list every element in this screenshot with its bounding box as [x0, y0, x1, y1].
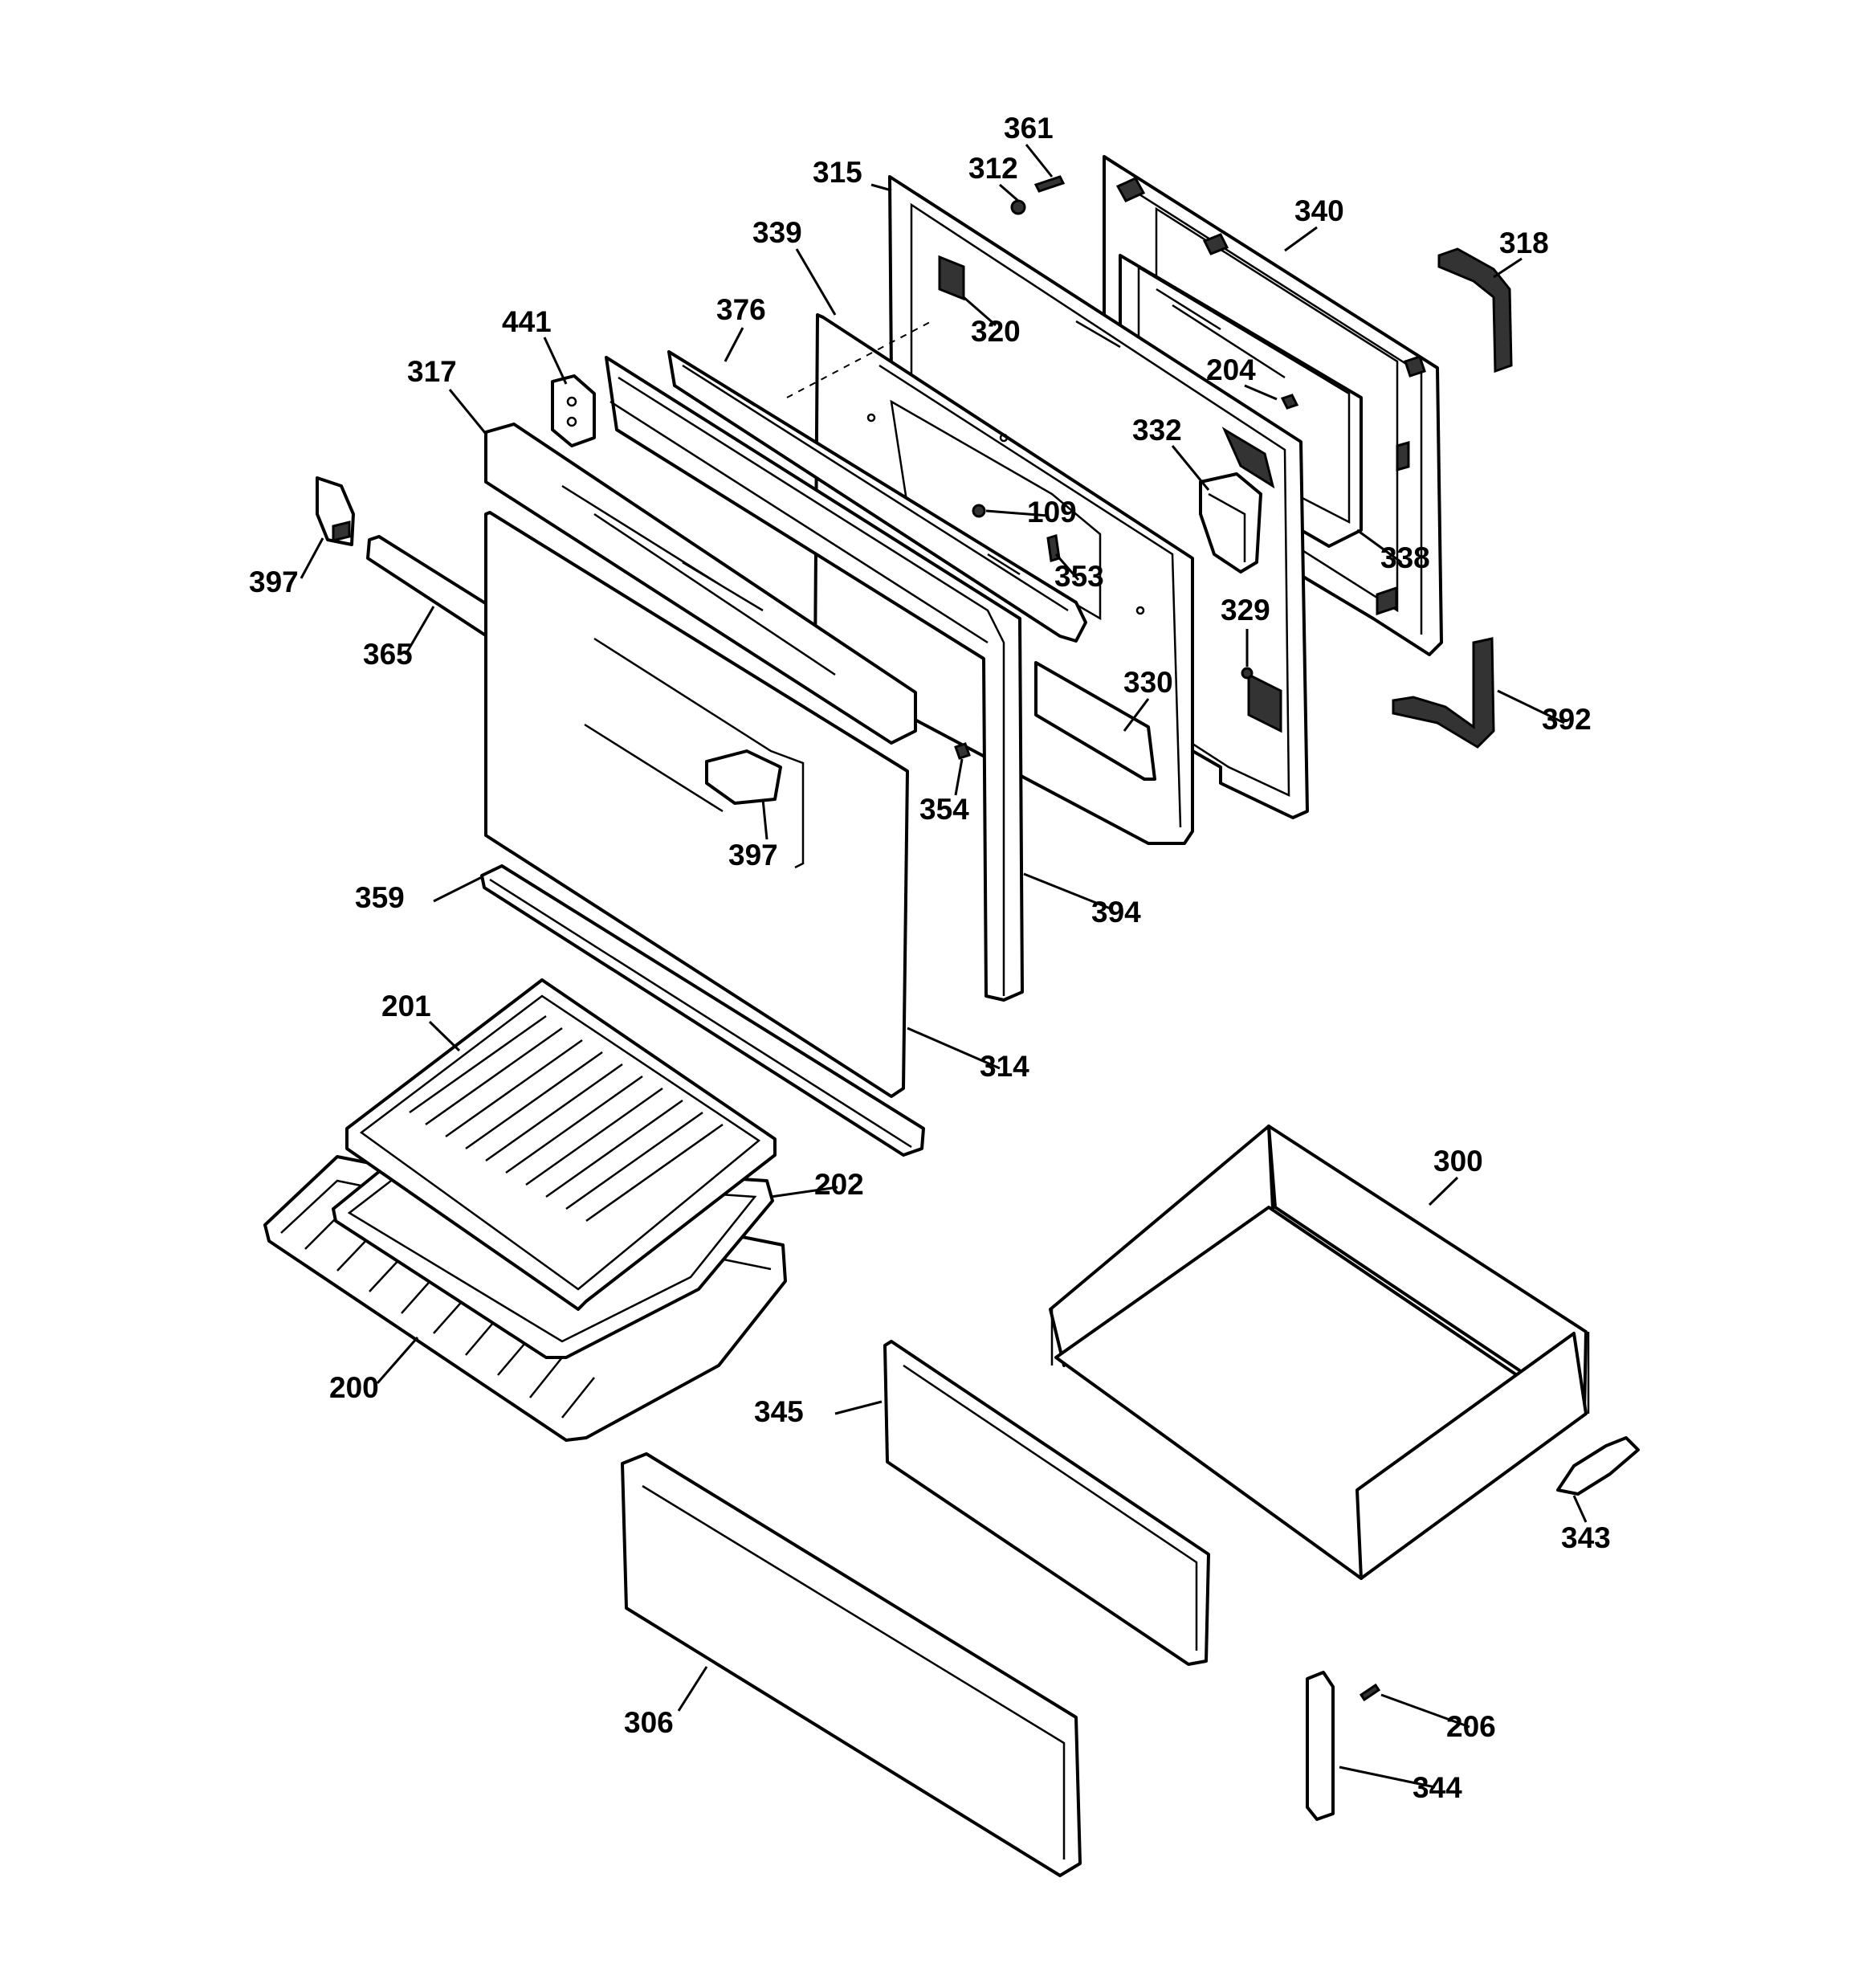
callout-labels: 361 312 315 340 318 339 376 320 441 204 … [249, 112, 1611, 1804]
part-201-broiler-grid [345, 978, 777, 1311]
callout-201: 201 [381, 990, 431, 1023]
part-317-door-top-cap [484, 423, 917, 745]
hardware-fasteners [954, 175, 1381, 1702]
callout-204: 204 [1206, 353, 1256, 386]
callout-344: 344 [1413, 1771, 1462, 1804]
callout-359: 359 [355, 881, 405, 914]
part-345-drawer-panel [883, 1340, 1210, 1666]
callout-leaders [300, 144, 1588, 1789]
part-394-side-frame [605, 356, 1024, 1002]
callout-338: 338 [1380, 541, 1430, 574]
callout-314: 314 [980, 1050, 1029, 1083]
part-300-drawer-body [1049, 1125, 1590, 1580]
callout-397-left: 397 [249, 565, 299, 598]
callout-206: 206 [1446, 1710, 1496, 1743]
callout-340: 340 [1294, 194, 1344, 227]
part-376-top-trim [667, 350, 1087, 643]
callout-318: 318 [1499, 227, 1549, 259]
callout-300: 300 [1433, 1145, 1483, 1178]
callout-332: 332 [1132, 414, 1182, 447]
callout-315: 315 [813, 156, 862, 189]
callout-320: 320 [971, 315, 1021, 348]
callout-306: 306 [624, 1706, 674, 1739]
callout-397-door: 397 [728, 839, 778, 872]
callout-441: 441 [502, 305, 552, 338]
callout-312: 312 [968, 152, 1018, 185]
part-392-gasket [1392, 637, 1495, 749]
part-306-drawer-front [621, 1452, 1082, 1877]
part-318-gasket [1437, 247, 1513, 374]
part-344-drawer-slide [1306, 1671, 1335, 1821]
part-330-insulation [1034, 661, 1156, 781]
callout-109: 109 [1027, 496, 1077, 529]
part-397-handle-cap [705, 749, 782, 805]
part-359-bottom-rail [480, 864, 925, 1157]
callout-345: 345 [754, 1395, 804, 1428]
callout-354: 354 [919, 793, 969, 826]
callout-317: 317 [407, 355, 457, 388]
part-441-hinge-bracket [551, 374, 596, 447]
part-343-drawer-bracket [1556, 1436, 1640, 1496]
part-332-hinge [1199, 472, 1262, 574]
callout-330: 330 [1123, 666, 1173, 699]
part-397-handle-cap-left [316, 476, 355, 546]
callout-394: 394 [1091, 896, 1141, 929]
callout-376: 376 [716, 293, 766, 326]
callout-392: 392 [1542, 703, 1592, 736]
callout-343: 343 [1561, 1521, 1611, 1554]
callout-329: 329 [1221, 594, 1270, 627]
callout-365: 365 [363, 638, 413, 671]
callout-202: 202 [814, 1168, 864, 1201]
callout-200: 200 [329, 1371, 379, 1404]
callout-361: 361 [1004, 112, 1054, 145]
callout-339: 339 [752, 216, 802, 249]
part-314-door-outer-panel [484, 511, 909, 1098]
callout-353: 353 [1054, 560, 1104, 593]
